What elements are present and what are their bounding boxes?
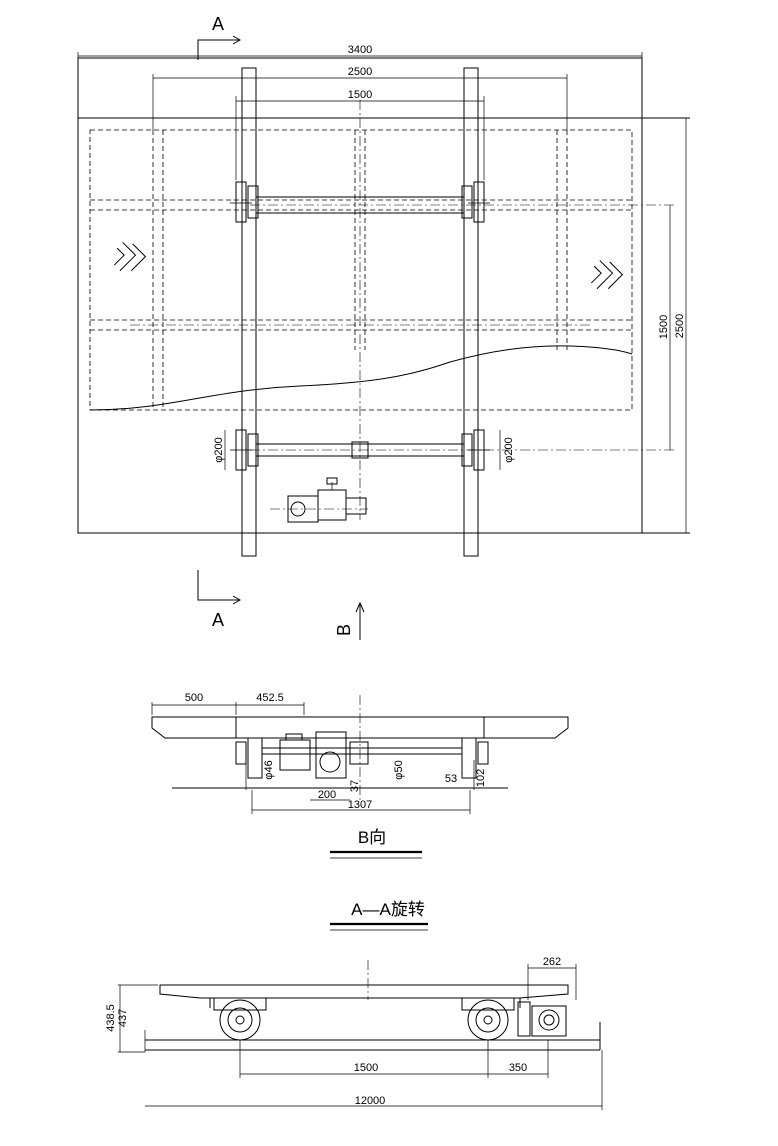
motor-section bbox=[517, 1001, 567, 1037]
dim-shaft-len: 200 bbox=[318, 789, 336, 801]
wheel-section-right bbox=[461, 997, 515, 1041]
dim-height-total: 438.5 bbox=[105, 1004, 117, 1032]
section-label-bottom: A bbox=[212, 610, 224, 630]
dim-overall-width: 3400 bbox=[77, 44, 643, 58]
wheel-right bbox=[461, 737, 477, 779]
wheel-rear-right bbox=[461, 429, 490, 471]
dim-span: 1307 bbox=[348, 799, 372, 811]
hatch-mark-right bbox=[590, 260, 624, 290]
frame-grid bbox=[89, 100, 633, 520]
section-marker-bottom: A bbox=[197, 570, 242, 630]
dim-motor-offset: 350 bbox=[509, 1062, 527, 1074]
wheel-rear-left bbox=[230, 429, 259, 471]
dim-label-1500: 1500 bbox=[348, 89, 372, 101]
wheel-left bbox=[247, 737, 263, 779]
dim-gauge: 1500 bbox=[235, 89, 485, 180]
wheel-section-left bbox=[213, 997, 267, 1041]
section-aa: A—A旋转 bbox=[105, 900, 603, 1110]
dim-track-length: 12000 bbox=[355, 1095, 386, 1107]
wheel-dia-left-label: φ200 bbox=[213, 437, 225, 463]
dim-label-3400: 3400 bbox=[348, 44, 372, 56]
dim-shaft-dia-small: φ46 bbox=[263, 760, 275, 779]
deck-section bbox=[159, 984, 569, 999]
view-marker-b: B bbox=[334, 601, 365, 640]
dim-overall-length: 2500 bbox=[674, 118, 687, 533]
wheel-dia-right-label: φ200 bbox=[503, 437, 515, 463]
view-b: 500 452.5 200 1307 φ50 φ46 53 102 37 B向 bbox=[151, 692, 569, 859]
deck-outline bbox=[77, 57, 643, 534]
dim-height-deck: 437 bbox=[117, 1009, 129, 1027]
section-aa-title: A—A旋转 bbox=[351, 900, 425, 919]
dim-label-2500-vertical: 2500 bbox=[674, 314, 686, 338]
dim-label-1500-vertical: 1500 bbox=[658, 315, 670, 339]
dim-track-width: 2500 bbox=[152, 66, 568, 130]
dim-rail-height: 102 bbox=[475, 769, 487, 787]
dim-wheelbase: 1500 bbox=[658, 205, 671, 450]
dim-offset: 452.5 bbox=[256, 692, 284, 704]
plan-view: 3400 2500 1500 2500 1500 φ200 φ200 bbox=[77, 14, 690, 640]
deck-side bbox=[151, 716, 569, 739]
wheel-front-left bbox=[230, 181, 259, 223]
dim-motor-width: 262 bbox=[543, 956, 561, 968]
gearbox bbox=[351, 441, 369, 459]
dim-rail-width: 53 bbox=[445, 773, 457, 785]
rail-right bbox=[463, 67, 479, 557]
wheel-front-right bbox=[461, 181, 490, 223]
motor bbox=[270, 477, 368, 523]
dim-wheelbase-section: 1500 bbox=[354, 1062, 378, 1074]
dim-shaft-dia: φ50 bbox=[393, 760, 405, 779]
motor bbox=[279, 739, 311, 771]
section-label-top: A bbox=[212, 14, 224, 34]
dim-gap: 37 bbox=[349, 780, 361, 792]
dim-label-2500: 2500 bbox=[348, 66, 372, 78]
dim-overhang: 500 bbox=[185, 692, 203, 704]
break-line bbox=[89, 345, 633, 411]
hatch-mark-left bbox=[113, 242, 147, 272]
section-marker-top: A bbox=[197, 14, 242, 60]
view-b-title: B向 bbox=[358, 828, 386, 847]
rail-left bbox=[241, 67, 257, 557]
gearbox bbox=[315, 731, 347, 779]
view-label-b: B bbox=[334, 624, 354, 636]
